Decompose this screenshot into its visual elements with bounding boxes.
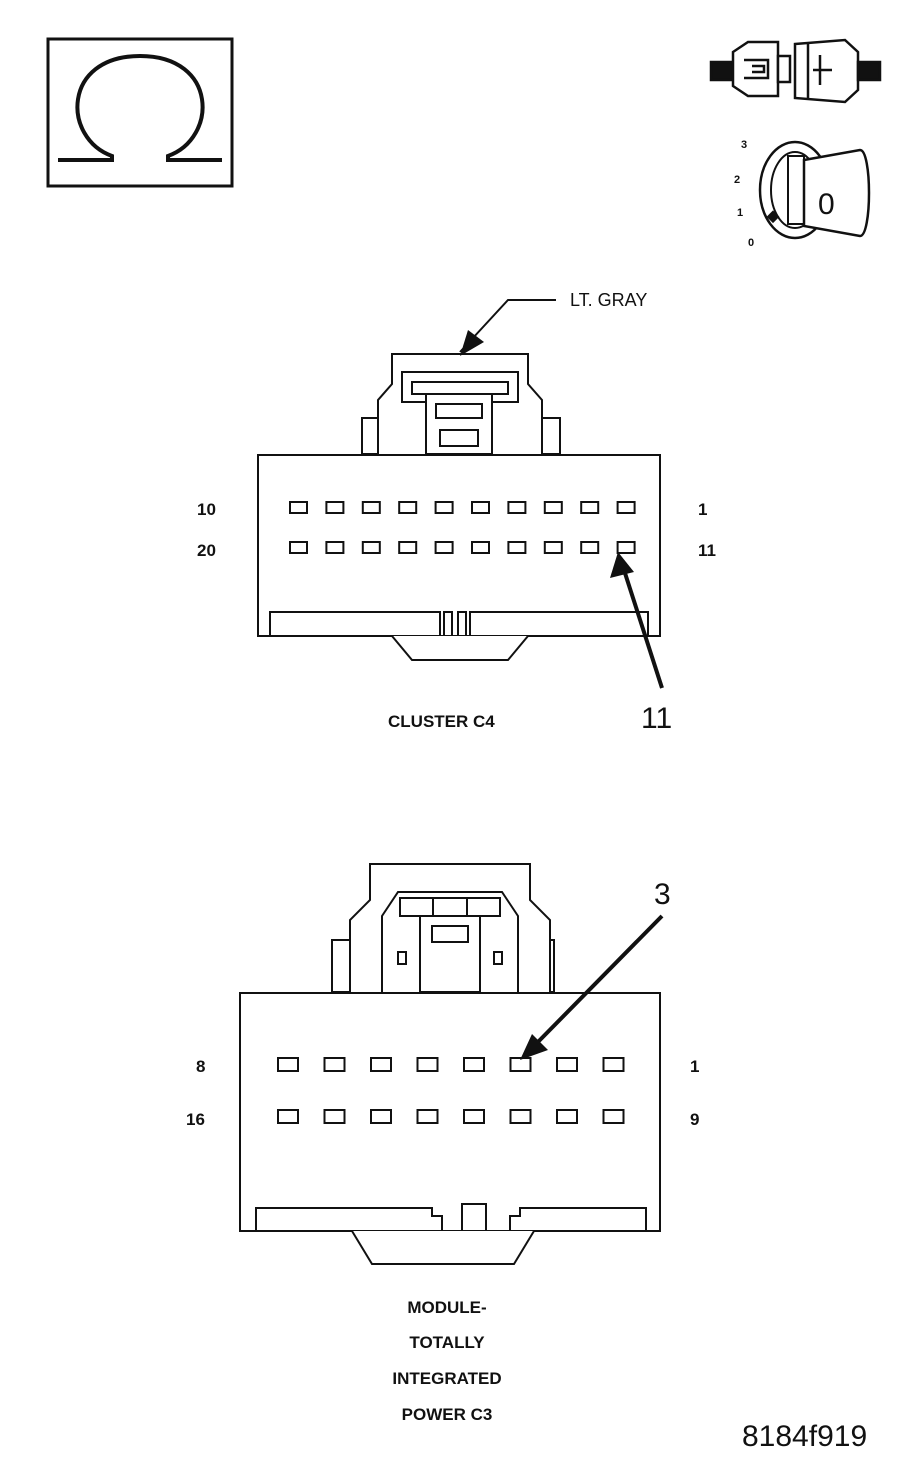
c3-pin-cavity xyxy=(463,1109,485,1124)
c3-caption-line-4: POWER C3 xyxy=(402,1405,493,1424)
c3-row2-right-pin-label: 9 xyxy=(690,1110,699,1129)
c3-pin-cavity xyxy=(556,1109,578,1124)
connector-c4 xyxy=(257,353,661,661)
c4-row2-left-pin-label: 20 xyxy=(197,541,216,560)
c4-row1-right-pin-label: 1 xyxy=(698,500,707,519)
c4-row2-right-pin-label: 11 xyxy=(698,541,716,560)
c4-pin-cavity xyxy=(543,501,563,514)
c3-pin-cavities xyxy=(277,1057,625,1124)
c4-pin-cavity xyxy=(616,501,636,514)
c4-pin-cavity xyxy=(398,501,418,514)
c3-callout-pin-number: 3 xyxy=(654,878,671,911)
color-callout-leader xyxy=(459,299,556,356)
c3-row2-left-pin-label: 16 xyxy=(186,1110,205,1129)
c4-pin-cavity xyxy=(471,501,490,514)
c4-pin-cavity xyxy=(471,541,490,554)
c3-pin-cavity xyxy=(323,1109,346,1124)
c4-pin-cavity xyxy=(289,541,308,554)
c3-pin-cavity xyxy=(509,1057,532,1072)
c3-pin-cavity xyxy=(463,1057,485,1072)
c3-caption-line-3: INTEGRATED xyxy=(392,1369,501,1388)
c4-pin-cavity xyxy=(580,541,600,554)
ignition-position-0: 0 xyxy=(748,237,754,249)
c4-pin-cavity xyxy=(398,541,418,554)
c4-pin-cavity xyxy=(289,501,308,514)
c4-row1-left-pin-label: 10 xyxy=(197,500,216,519)
c3-caption-line-1: MODULE- xyxy=(407,1298,486,1317)
c4-caption: CLUSTER C4 xyxy=(388,712,495,731)
c3-pin-callout-arrow xyxy=(520,914,664,1060)
c4-pin-cavities xyxy=(289,501,636,554)
c4-pin-cavity xyxy=(507,501,527,514)
c4-pin-callout-arrow xyxy=(610,552,664,689)
c3-pin-cavity xyxy=(277,1057,299,1072)
c3-pin-cavity xyxy=(323,1057,346,1072)
c3-pin-cavity xyxy=(370,1109,392,1124)
c3-pin-cavity xyxy=(416,1057,439,1072)
c4-pin-cavity xyxy=(543,541,563,554)
c3-pin-cavity xyxy=(509,1109,532,1124)
ohmmeter-icon xyxy=(46,37,234,188)
c4-pin-cavity xyxy=(507,541,527,554)
c3-pin-cavity xyxy=(602,1057,625,1072)
c4-pin-cavity xyxy=(325,501,345,514)
c3-caption-line-2: TOTALLY xyxy=(409,1333,485,1352)
disconnected-connector-icon xyxy=(709,38,882,104)
ignition-position-1: 1 xyxy=(737,207,743,219)
figure-id: 8184f919 xyxy=(742,1420,867,1453)
c4-pin-cavity xyxy=(361,501,381,514)
c3-row1-left-pin-label: 8 xyxy=(196,1057,205,1076)
c4-pin-cavity xyxy=(616,541,636,554)
c3-pin-cavity xyxy=(277,1109,299,1124)
ignition-position-2: 2 xyxy=(734,174,740,186)
connector-c3 xyxy=(239,863,661,1265)
ignition-key-label: 0 xyxy=(818,188,835,221)
ignition-key-off-icon: 3 2 1 0 0 xyxy=(734,139,871,249)
c3-pin-cavity xyxy=(370,1057,392,1072)
c4-pin-cavity xyxy=(580,501,600,514)
ignition-position-3: 3 xyxy=(741,139,747,151)
c4-callout-pin-number: 11 xyxy=(641,702,672,735)
c3-pin-cavity xyxy=(416,1109,439,1124)
c3-pin-cavity xyxy=(602,1109,625,1124)
c4-pin-cavity xyxy=(325,541,345,554)
c4-pin-cavity xyxy=(434,501,454,514)
connector-color-label: LT. GRAY xyxy=(570,290,647,310)
c4-pin-cavity xyxy=(361,541,381,554)
c3-pin-cavity xyxy=(556,1057,578,1072)
c3-row1-right-pin-label: 1 xyxy=(690,1057,699,1076)
c4-pin-cavity xyxy=(434,541,454,554)
